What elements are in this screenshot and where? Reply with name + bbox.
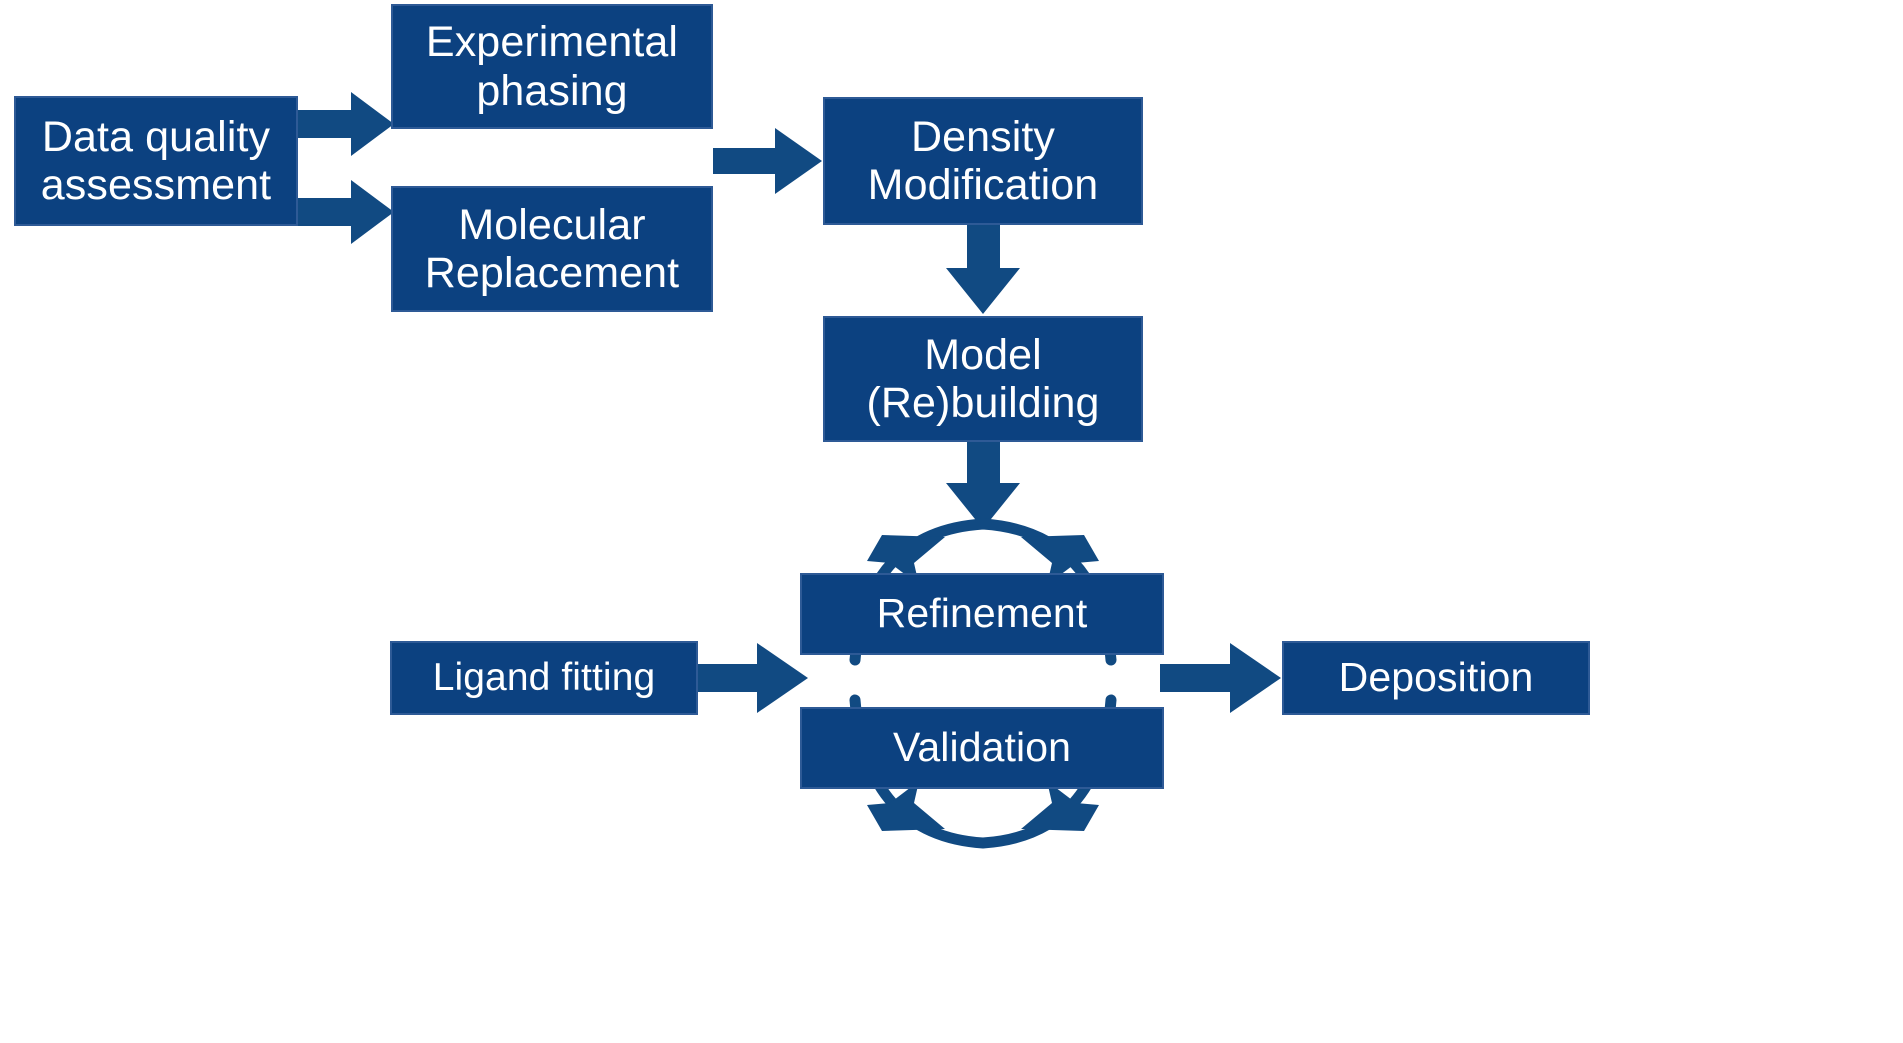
- node-label: Ligand fitting: [432, 656, 656, 700]
- arrow-density-modification-to-model-rebuilding: [946, 225, 1020, 314]
- arrow-data-quality-to-molecular-replacement: [298, 180, 394, 244]
- node-density-modification[interactable]: Density Modification: [823, 97, 1143, 225]
- node-deposition[interactable]: Deposition: [1282, 641, 1590, 715]
- node-data-quality-assessment[interactable]: Data quality assessment: [14, 96, 298, 226]
- node-refinement[interactable]: Refinement: [800, 573, 1164, 655]
- node-validation[interactable]: Validation: [800, 707, 1164, 789]
- node-experimental-phasing[interactable]: Experimental phasing: [391, 4, 713, 129]
- arrow-data-quality-to-experimental-phasing: [298, 92, 394, 156]
- node-model-rebuilding[interactable]: Model (Re)building: [823, 316, 1143, 442]
- node-label: Data quality assessment: [40, 112, 272, 209]
- arrow-phasing-to-density-modification: [713, 128, 822, 194]
- node-label: Validation: [892, 724, 1072, 771]
- node-label: Density Modification: [867, 112, 1099, 209]
- node-label: Model (Re)building: [866, 330, 1100, 427]
- node-label: Molecular Replacement: [424, 200, 680, 297]
- node-molecular-replacement[interactable]: Molecular Replacement: [391, 186, 713, 312]
- node-label: Deposition: [1338, 654, 1534, 701]
- arrow-ligand-fitting-to-cycle: [698, 643, 808, 713]
- node-label: Refinement: [876, 590, 1088, 637]
- node-label: Experimental phasing: [425, 18, 679, 115]
- arrow-model-rebuilding-to-cycle: [946, 442, 1020, 529]
- node-ligand-fitting[interactable]: Ligand fitting: [390, 641, 698, 715]
- arrow-cycle-to-deposition: [1160, 643, 1281, 713]
